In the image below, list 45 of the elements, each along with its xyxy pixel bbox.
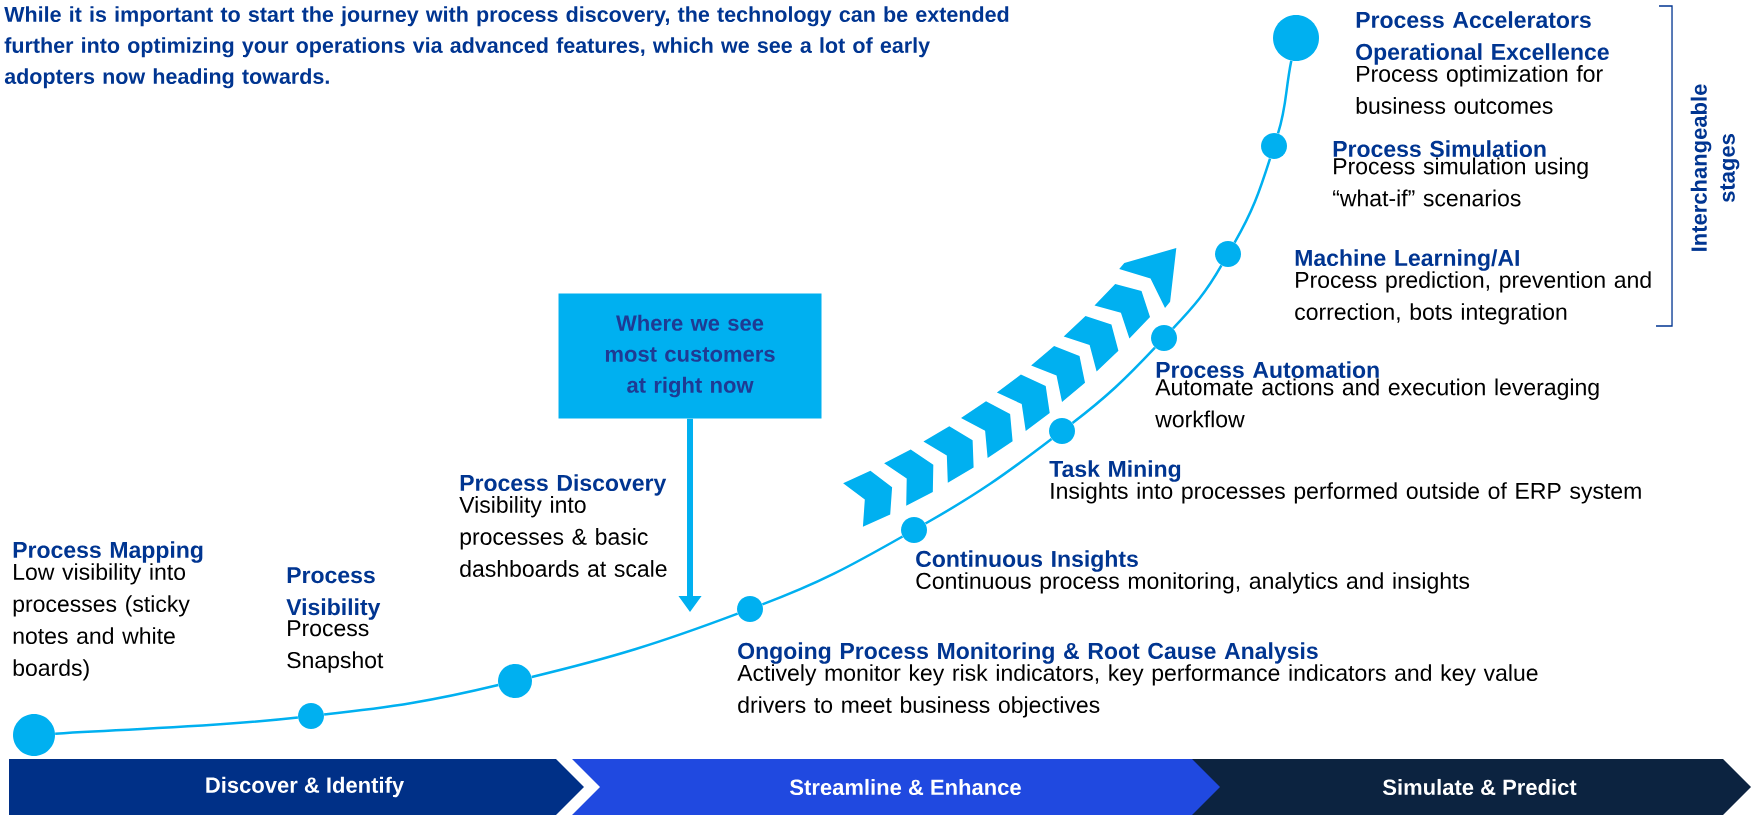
stage-description: Continuous process monitoring, analytics and insights: [916, 572, 1470, 594]
stage-dot: [13, 714, 55, 756]
stage-description: Process prediction, prevention and correction, bots integration: [1295, 271, 1651, 325]
stage-heading: Machine Learning/AI: [1295, 249, 1519, 271]
curve-line: [1071, 346, 1156, 424]
stage-heading: Process Discovery: [460, 474, 667, 496]
curve-line: [924, 438, 1053, 525]
curve-line: [1233, 158, 1272, 244]
curve-line: [1172, 264, 1223, 330]
stage-description: Insights into processes performed outside of ERP system: [1051, 482, 1641, 504]
stage-dot: [737, 596, 763, 622]
side-label: Interchangeable stages: [1690, 84, 1740, 251]
stage-heading: Process Visibility: [286, 567, 381, 620]
stage-dot: [498, 664, 532, 698]
phase-band: Streamline & Enhance: [572, 759, 1223, 815]
stage-dot: [1261, 133, 1287, 159]
stage-heading: Ongoing Process Monitoring & Root Cause Analysis: [738, 642, 1318, 664]
stage-description: Automate actions and execution leveraging workflow: [1155, 378, 1599, 428]
stage-description: Process simulation using “what-if” scenarios: [1333, 157, 1588, 207]
stage-heading: Process Accelerators Operational Excellence: [1356, 11, 1609, 65]
stage-heading: Task Mining: [1049, 460, 1181, 482]
stage-dot: [298, 703, 324, 729]
stage-dot: [1273, 15, 1319, 61]
stage-dot: [1151, 325, 1177, 351]
stage-description: Actively monitor key risk indicators, key performance indicators and key value drivers to meet business objectives: [737, 664, 1538, 718]
stage-heading: Process Mapping: [13, 541, 203, 563]
intro-text: While it is important to start the journey with process discovery, the technology can be extended further into optimizing your operations via advanced features, which we see a lot of early adopters now heading towards.: [4, 6, 1009, 89]
stage-dot: [1215, 241, 1241, 267]
phase-band: Simulate & Predict: [1192, 759, 1751, 815]
stage-heading: Process Simulation: [1333, 140, 1546, 158]
stage-heading: Continuous Insights: [916, 550, 1138, 572]
curve-line: [1276, 60, 1293, 134]
curve-line: [761, 535, 904, 606]
phase-band: Discover & Identify: [9, 759, 584, 815]
callout-box: Where we see most customers at right now: [558, 293, 822, 419]
stage-description: Visibility into processes & basic dashboards at scale: [459, 496, 667, 577]
curve-line: [324, 683, 499, 716]
stage-dot: [1049, 418, 1075, 444]
stage-heading: Process Automation: [1156, 361, 1379, 379]
curve-line: [531, 612, 739, 679]
curve-line: [55, 716, 299, 735]
stage-dot: [901, 517, 927, 543]
stage-description: Low visibility into processes (sticky notes and white boards): [13, 563, 190, 681]
stage-description: Process Snapshot: [287, 620, 384, 673]
stage-description: Process optimization for business outcomes: [1356, 65, 1603, 114]
